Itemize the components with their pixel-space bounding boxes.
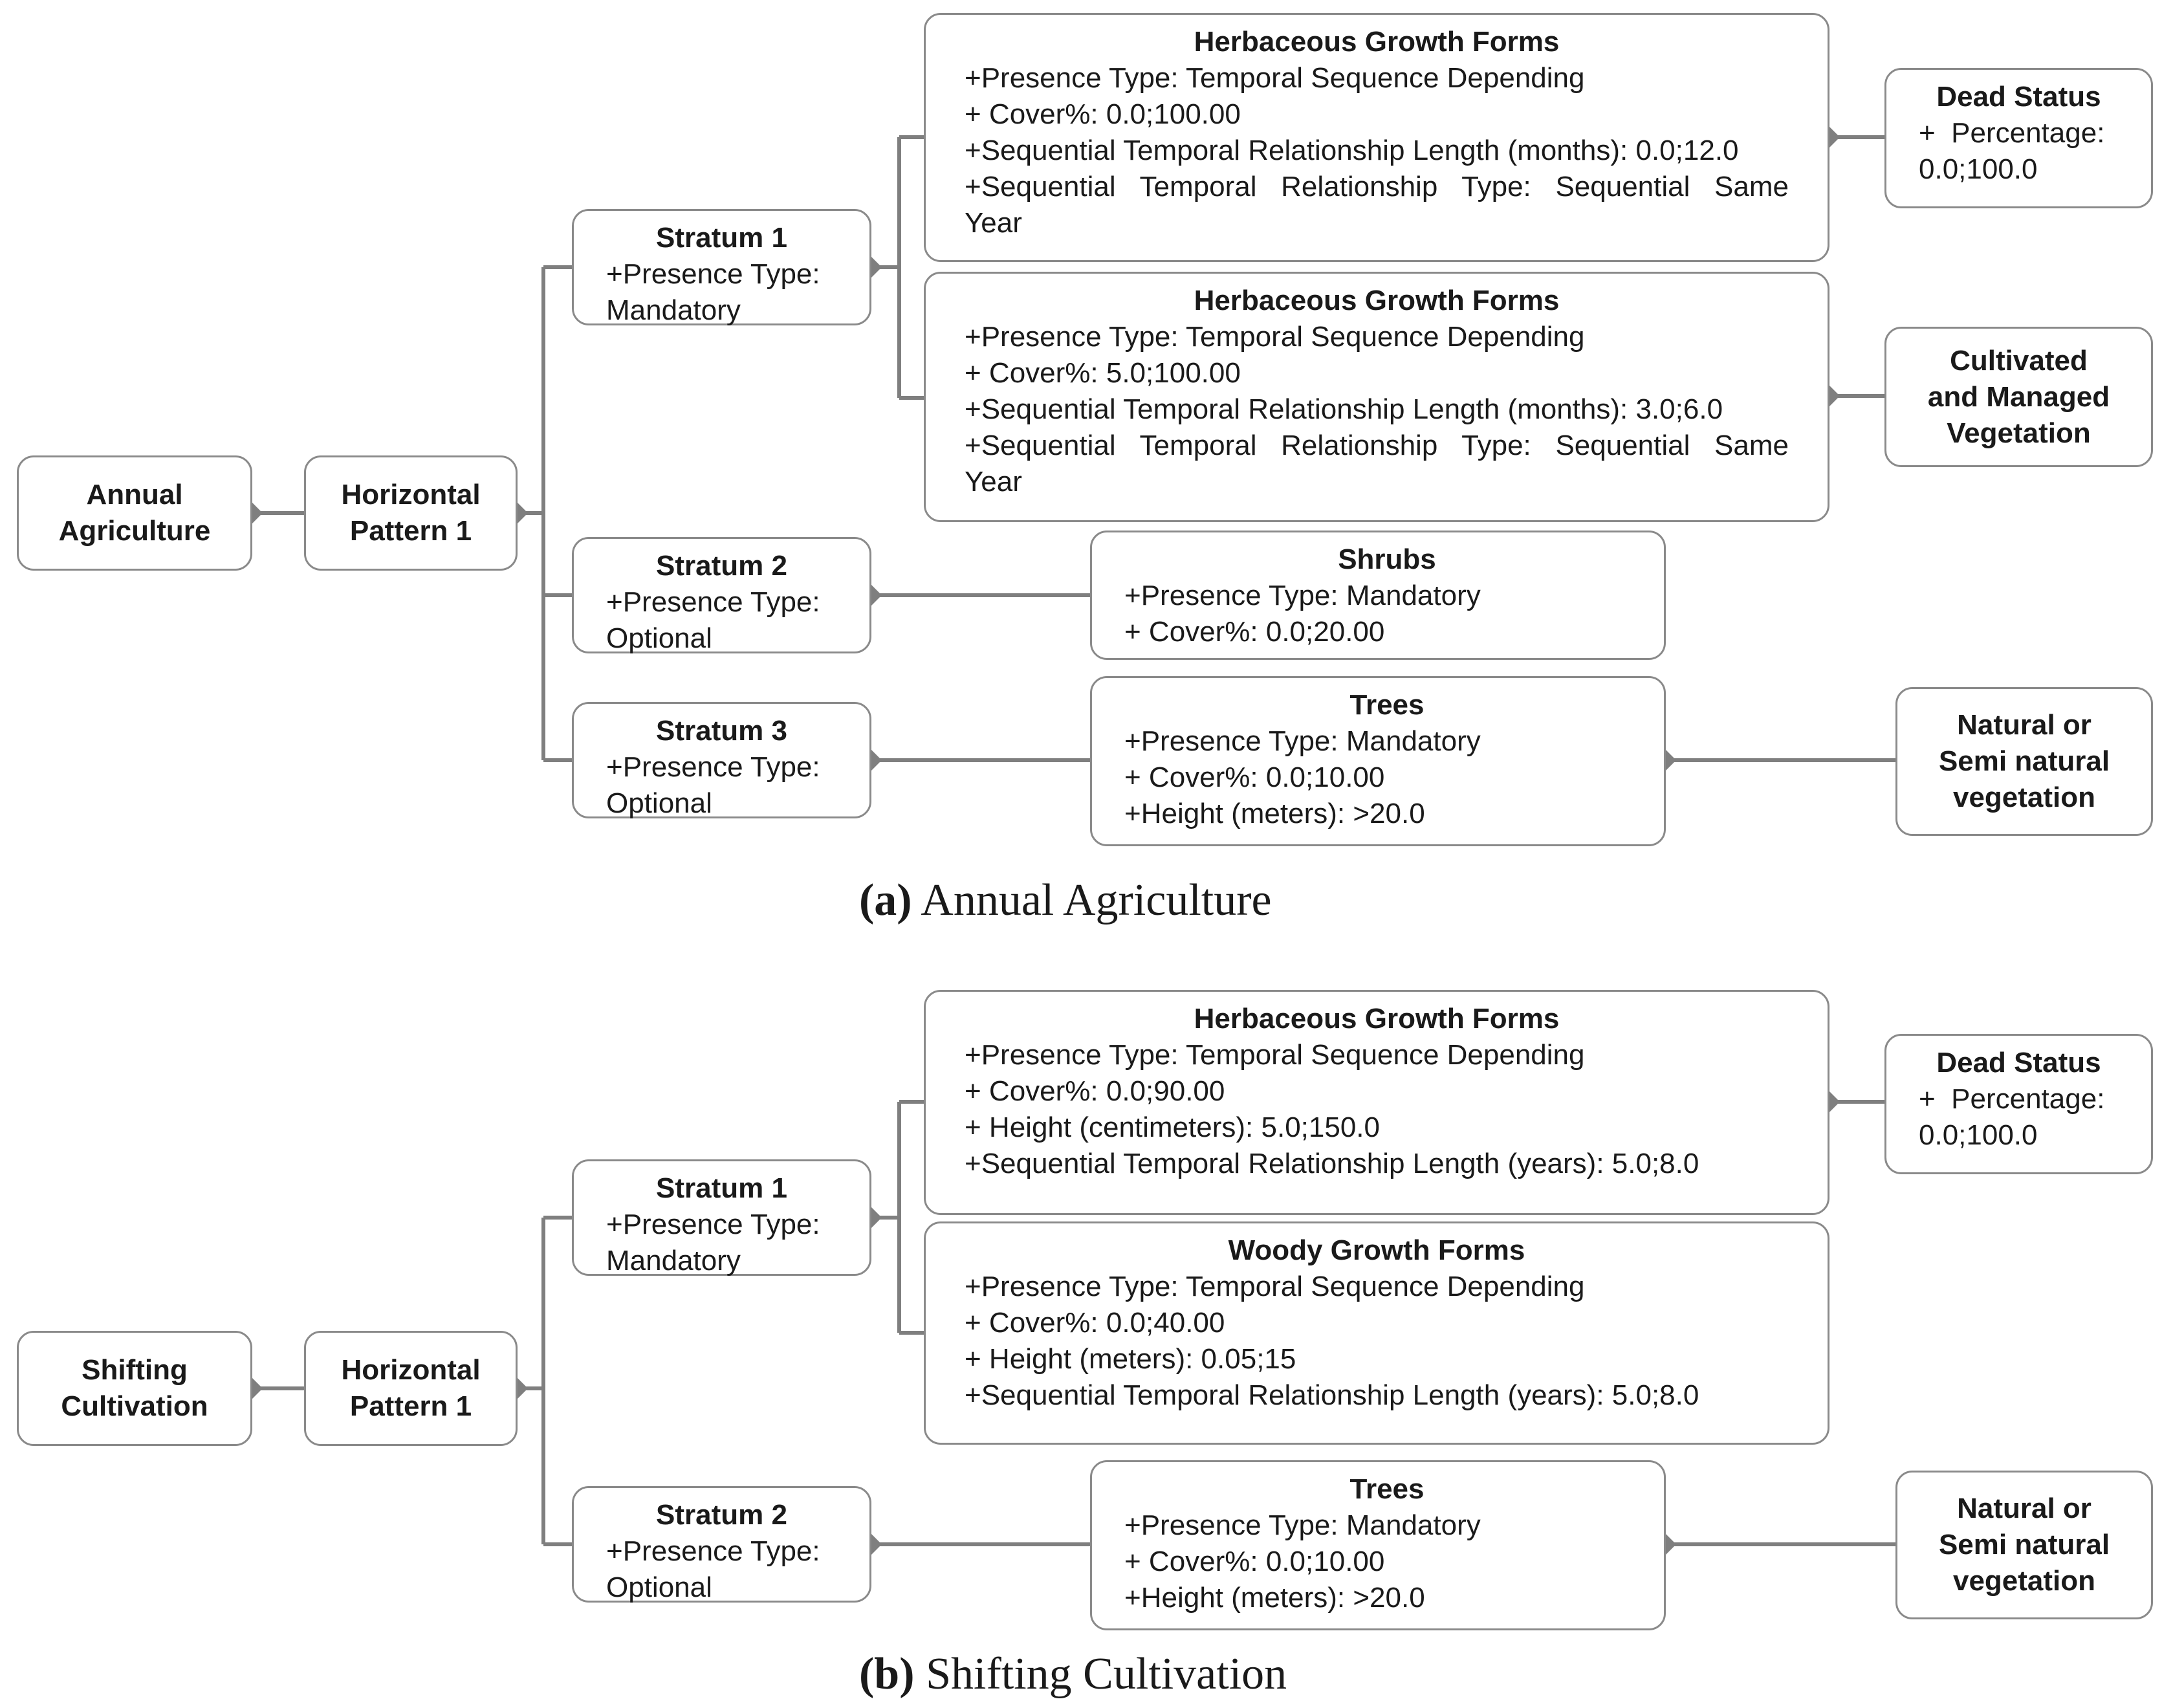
caption-label: (b) — [859, 1649, 915, 1699]
node-attribute: +Sequential Temporal Relationship Type: … — [965, 171, 1789, 203]
node-stratum1-a: Stratum 1 +Presence Type: Mandatory — [572, 209, 871, 326]
node-attribute: + Cover%: 0.0;10.00 — [1124, 761, 1385, 793]
node-label-line: Pattern 1 — [349, 515, 472, 547]
node-label-line: vegetation — [1952, 782, 2096, 813]
node-attribute: Year — [965, 207, 1022, 239]
node-label-line: Agriculture — [58, 515, 211, 547]
node-attribute: +Presence Type: — [606, 1535, 820, 1567]
node-title: Shrubs — [1338, 543, 1436, 575]
node-natural-vegetation-b: Natural or Semi natural vegetation — [1895, 1471, 2153, 1619]
node-attribute: + Percentage: — [1919, 117, 2105, 149]
node-attribute: + Cover%: 0.0;90.00 — [965, 1075, 1225, 1107]
node-attribute: 0.0;100.0 — [1919, 153, 2038, 185]
node-attribute: +Sequential Temporal Relationship Length… — [965, 135, 1739, 166]
node-attribute: +Height (meters): >20.0 — [1124, 1582, 1425, 1614]
node-attribute: +Presence Type: Mandatory — [1124, 1509, 1481, 1541]
node-attribute: +Sequential Temporal Relationship Length… — [965, 1379, 1699, 1411]
node-stratum1-b: Stratum 1 +Presence Type: Mandatory — [572, 1159, 871, 1276]
node-attribute: +Presence Type: Temporal Sequence Depend… — [965, 62, 1585, 94]
node-label-line: Annual — [86, 479, 183, 510]
node-label-line: and Managed — [1927, 380, 2110, 413]
node-herbaceous-b: Herbaceous Growth Forms +Presence Type: … — [924, 990, 1829, 1215]
node-stratum2-a: Stratum 2 +Presence Type: Optional — [572, 537, 871, 654]
node-attribute: +Presence Type: — [606, 751, 820, 783]
node-attribute: +Presence Type: Mandatory — [1124, 580, 1481, 611]
node-attribute: +Height (meters): >20.0 — [1124, 798, 1425, 829]
node-title: Dead Status — [1936, 81, 2101, 113]
node-attribute: + Cover%: 5.0;100.00 — [965, 357, 1241, 389]
node-title: Stratum 3 — [656, 715, 787, 747]
node-attribute: + Cover%: 0.0;10.00 — [1124, 1546, 1385, 1577]
node-attribute: + Cover%: 0.0;40.00 — [965, 1307, 1225, 1339]
caption-text: Annual Agriculture — [921, 875, 1272, 925]
node-attribute: Optional — [606, 622, 712, 654]
node-label-line: Vegetation — [1947, 417, 2091, 449]
node-attribute: +Sequential Temporal Relationship Length… — [965, 1148, 1699, 1179]
node-label-line: Pattern 1 — [349, 1390, 472, 1422]
node-title: Woody Growth Forms — [1228, 1234, 1525, 1266]
node-attribute: Optional — [606, 787, 712, 819]
node-horizontal-pattern-b: Horizontal Pattern 1 — [304, 1331, 518, 1446]
node-label-line: Natural or — [1957, 1493, 2091, 1524]
node-attribute: + Cover%: 0.0;100.00 — [965, 98, 1241, 130]
node-attribute: + Percentage: — [1919, 1083, 2105, 1115]
node-label-line: Cultivated — [1950, 344, 2088, 377]
node-attribute: + Cover%: 0.0;20.00 — [1124, 616, 1385, 648]
node-horizontal-pattern-a: Horizontal Pattern 1 — [304, 455, 518, 571]
node-title: Herbaceous Growth Forms — [1194, 285, 1560, 316]
node-stratum2-b: Stratum 2 +Presence Type: Optional — [572, 1486, 871, 1603]
node-cultivated-managed: Cultivated and Managed Vegetation — [1884, 327, 2153, 467]
node-attribute: +Presence Type: — [606, 586, 820, 618]
node-dead-status-a: Dead Status + Percentage: 0.0;100.0 — [1884, 68, 2153, 208]
node-trees-a: Trees +Presence Type: Mandatory + Cover%… — [1090, 676, 1666, 846]
node-attribute: Year — [965, 466, 1022, 498]
node-attribute: +Presence Type: Temporal Sequence Depend… — [965, 1039, 1585, 1071]
node-attribute: +Presence Type: Mandatory — [1124, 725, 1481, 757]
node-dead-status-b: Dead Status + Percentage: 0.0;100.0 — [1884, 1034, 2153, 1174]
node-herbaceous-a2: Herbaceous Growth Forms +Presence Type: … — [924, 272, 1829, 522]
node-label-line: Cultivation — [61, 1390, 208, 1422]
node-label-line: Natural or — [1957, 709, 2091, 741]
node-shrubs-a: Shrubs +Presence Type: Mandatory + Cover… — [1090, 531, 1666, 660]
node-shifting-cultivation: Shifting Cultivation — [17, 1331, 252, 1446]
node-title: Stratum 2 — [656, 1499, 787, 1531]
node-attribute: Mandatory — [606, 294, 741, 326]
node-attribute: +Sequential Temporal Relationship Type: … — [965, 430, 1789, 461]
node-attribute: + Height (meters): 0.05;15 — [965, 1343, 1296, 1375]
node-herbaceous-a1: Herbaceous Growth Forms +Presence Type: … — [924, 13, 1829, 262]
node-title: Stratum 1 — [656, 1172, 787, 1204]
caption-a: (a) Annual Agriculture — [859, 875, 1272, 926]
node-title: Stratum 2 — [656, 550, 787, 582]
node-stratum3-a: Stratum 3 +Presence Type: Optional — [572, 702, 871, 819]
node-attribute: 0.0;100.0 — [1919, 1119, 2038, 1151]
node-label-line: Semi natural — [1938, 1529, 2110, 1560]
node-attribute: Mandatory — [606, 1245, 741, 1276]
node-label-line: Horizontal — [341, 1354, 481, 1386]
caption-b: (b) Shifting Cultivation — [859, 1648, 1287, 1700]
node-label-line: vegetation — [1952, 1565, 2096, 1597]
node-attribute: Optional — [606, 1571, 712, 1603]
node-label-line: Horizontal — [341, 479, 481, 510]
node-annual-agriculture: Annual Agriculture — [17, 455, 252, 571]
caption-label: (a) — [859, 875, 912, 925]
node-label-line: Semi natural — [1938, 745, 2110, 777]
node-title: Stratum 1 — [656, 222, 787, 254]
node-attribute: +Sequential Temporal Relationship Length… — [965, 393, 1723, 425]
node-title: Dead Status — [1936, 1047, 2101, 1078]
node-attribute: +Presence Type: Temporal Sequence Depend… — [965, 321, 1585, 353]
node-natural-vegetation-a: Natural or Semi natural vegetation — [1895, 687, 2153, 836]
node-title: Trees — [1349, 689, 1425, 721]
node-title: Herbaceous Growth Forms — [1194, 1003, 1560, 1035]
node-trees-b: Trees +Presence Type: Mandatory + Cover%… — [1090, 1460, 1666, 1630]
node-woody-b: Woody Growth Forms +Presence Type: Tempo… — [924, 1221, 1829, 1445]
caption-text: Shifting Cultivation — [926, 1649, 1287, 1699]
node-label-line: Shifting — [82, 1354, 188, 1386]
node-attribute: +Presence Type: — [606, 258, 820, 290]
node-title: Trees — [1349, 1473, 1425, 1505]
node-title: Herbaceous Growth Forms — [1194, 26, 1560, 58]
node-attribute: +Presence Type: — [606, 1209, 820, 1240]
node-attribute: +Presence Type: Temporal Sequence Depend… — [965, 1271, 1585, 1302]
node-attribute: + Height (centimeters): 5.0;150.0 — [965, 1111, 1380, 1143]
